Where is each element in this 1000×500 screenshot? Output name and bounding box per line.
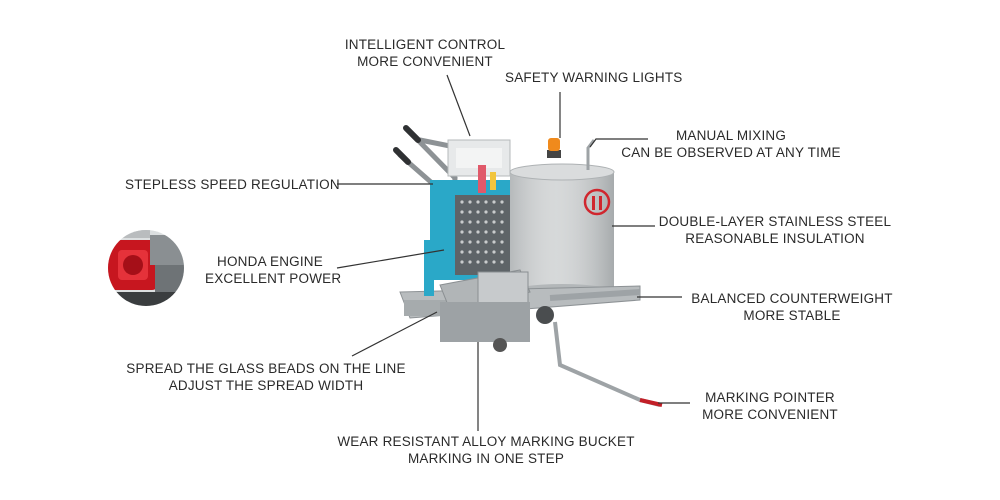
leader-intelligent-control (446, 74, 471, 137)
leader-lines (336, 74, 690, 431)
leader-glass-beads (351, 311, 438, 357)
callout-safety-lights: SAFETY WARNING LIGHTS (505, 70, 683, 85)
callout-marking-pointer: MARKING POINTER MORE CONVENIENT (702, 390, 838, 422)
blue-frame-panel (430, 165, 520, 280)
callout-stepless-speed: STEPLESS SPEED REGULATION (125, 177, 340, 192)
mixing-handle (586, 139, 596, 170)
honda-engine-photo (108, 230, 184, 306)
logo-icon (583, 188, 611, 216)
callout-counterweight: BALANCED COUNTERWEIGHT MORE STABLE (691, 291, 893, 323)
leader-honda-engine (336, 249, 445, 269)
marking-bucket (439, 269, 554, 352)
counterweight-bar (549, 289, 641, 301)
callout-manual-mixing: MANUAL MIXING CAN BE OBSERVED AT ANY TIM… (621, 128, 841, 160)
leader-manual-mixing (589, 138, 648, 148)
warning-light-icon (547, 138, 561, 158)
marking-pointer (553, 321, 663, 407)
side-arm (424, 240, 434, 296)
callout-honda-engine: HONDA ENGINE EXCELLENT POWER (205, 254, 342, 286)
callout-stainless-steel: DOUBLE-LAYER STAINLESS STEEL REASONABLE … (658, 214, 892, 246)
callout-marking-bucket: WEAR RESISTANT ALLOY MARKING BUCKET MARK… (337, 434, 635, 466)
callout-glass-beads: SPREAD THE GLASS BEADS ON THE LINE ADJUS… (126, 361, 406, 393)
callout-intelligent-control: INTELLIGENT CONTROL MORE CONVENIENT (344, 37, 506, 69)
control-box (447, 139, 511, 177)
